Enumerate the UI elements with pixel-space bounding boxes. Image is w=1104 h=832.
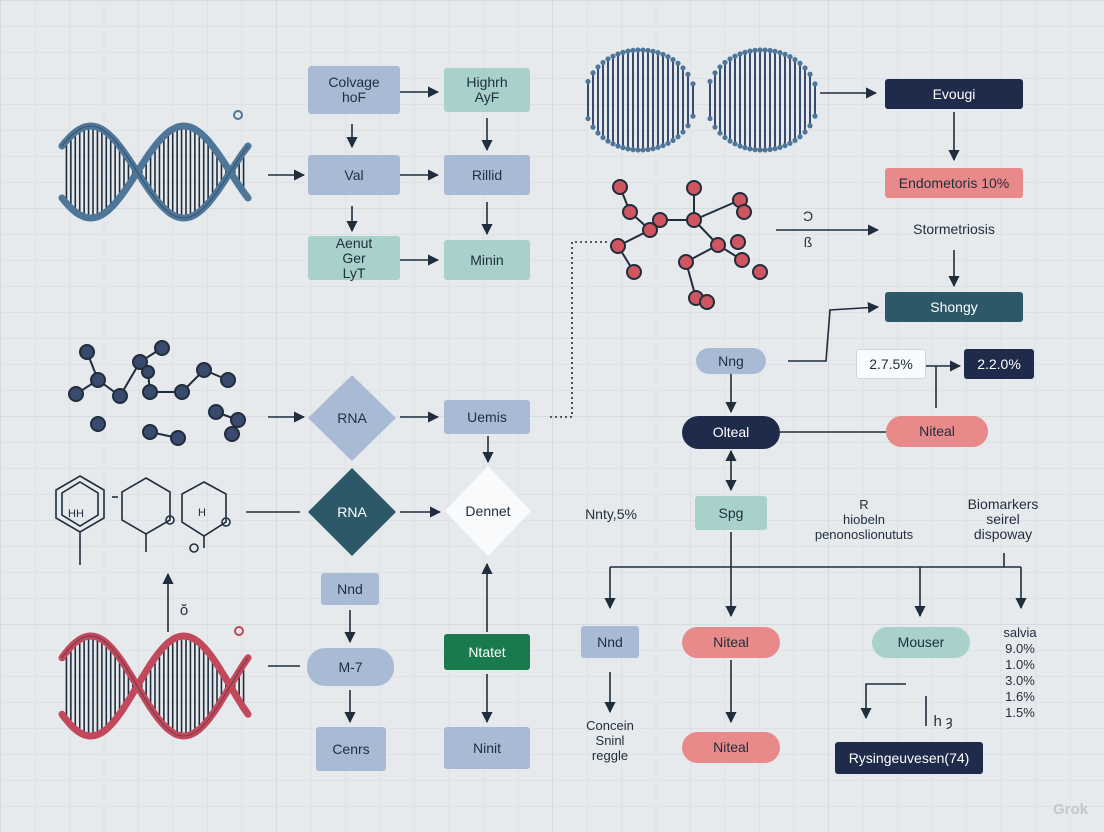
rillid-box[interactable]: Rillid — [444, 155, 530, 195]
shongy-box[interactable]: Shongy — [885, 292, 1023, 322]
olteal-box[interactable]: Olteal — [682, 416, 780, 449]
rysing-box[interactable]: Rysingeuvesen(74) — [835, 742, 983, 774]
biomarkers-label: Biomarkers seirel dispoway — [967, 496, 1039, 542]
nnd-right-box[interactable]: Nnd — [581, 626, 639, 658]
nnty-label: Nnty,5% — [585, 506, 637, 522]
h-label: h ȝ — [933, 713, 953, 730]
rna-diamond-bottom[interactable] — [308, 468, 396, 556]
rna-bottom-label: RNA — [337, 504, 367, 520]
ninit-box[interactable]: Ninit — [444, 727, 530, 769]
dna-helix-red-icon — [58, 632, 252, 740]
arrow-label: ŏ — [179, 602, 189, 619]
niteal-mid-box[interactable]: Niteal — [682, 627, 780, 658]
rna-top-label: RNA — [337, 410, 367, 426]
molecule-red-icon — [610, 179, 768, 310]
spg-box[interactable]: Spg — [695, 496, 767, 530]
nnd-box[interactable]: Nnd — [321, 573, 379, 605]
m7-box[interactable]: M-7 — [307, 648, 394, 686]
dna-ring-icon — [585, 47, 818, 153]
pct-a-box[interactable]: 2.7.5% — [856, 349, 926, 379]
concein-label: Concein Sninl reggle — [586, 718, 634, 763]
ntatet-box[interactable]: Ntatet — [444, 634, 530, 670]
uemis-box[interactable]: Uemis — [444, 400, 530, 434]
niteal-bottom-box[interactable]: Niteal — [682, 732, 780, 763]
molecule-navy-icon — [68, 340, 246, 446]
dennet-diamond[interactable] — [445, 466, 531, 556]
watermark-text: Grok — [1052, 801, 1088, 818]
dna-helix-blue-icon — [58, 122, 252, 222]
molecule-label-2: ß — [803, 234, 813, 250]
stormetriosis-label: Stormetriosis — [913, 221, 995, 237]
minin-box[interactable]: Minin — [444, 240, 530, 280]
dennet-label: Dennet — [465, 503, 511, 519]
benzene-rings-icon — [55, 475, 231, 565]
benzene-label-hh: HH — [68, 508, 84, 520]
colvage-box[interactable]: Colvage hoF — [308, 66, 400, 114]
salvia-list: salvia 9.0% 1.0% 3.0% 1.6% 1.5% — [1003, 625, 1037, 720]
benzene-label-h: H — [198, 507, 206, 519]
pct-b-box[interactable]: 2.2.0% — [964, 349, 1034, 379]
highrh-box[interactable]: Highrh AyF — [444, 68, 530, 112]
endometoris-box[interactable]: Endometoris 10% — [885, 168, 1023, 198]
aenut-box[interactable]: Aenut Ger LyT — [308, 235, 400, 280]
mouser-box[interactable]: Mouser — [872, 627, 970, 658]
connectors — [162, 86, 1027, 726]
val-box[interactable]: Val — [308, 155, 400, 195]
hiobeln-label: R hiobeln penonoslionututs — [814, 497, 914, 542]
molecule-label-1: Ͻ — [802, 208, 814, 224]
rna-diamond-top[interactable] — [308, 375, 396, 461]
ning-box[interactable]: Nng — [696, 348, 766, 374]
niteal-right-box[interactable]: Niteal — [886, 416, 988, 447]
evougi-box[interactable]: Evougi — [885, 79, 1023, 109]
cenrs-box[interactable]: Cenrs — [316, 727, 386, 771]
